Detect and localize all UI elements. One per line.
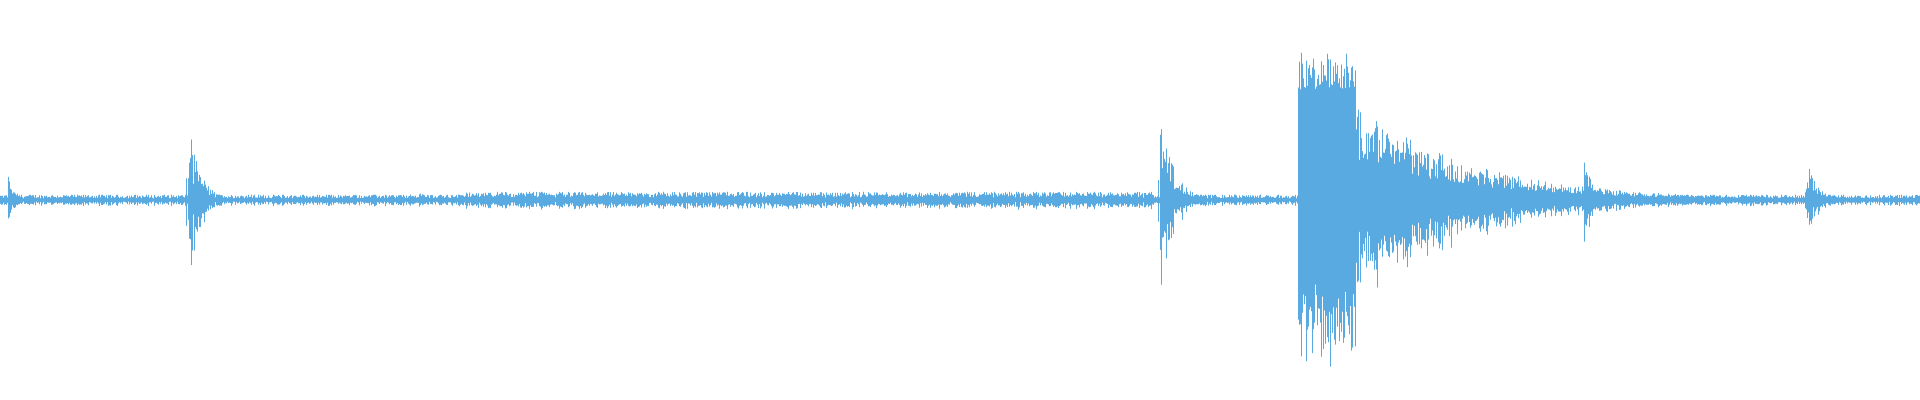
waveform-trace [0,52,1920,367]
waveform-path [0,52,1920,367]
